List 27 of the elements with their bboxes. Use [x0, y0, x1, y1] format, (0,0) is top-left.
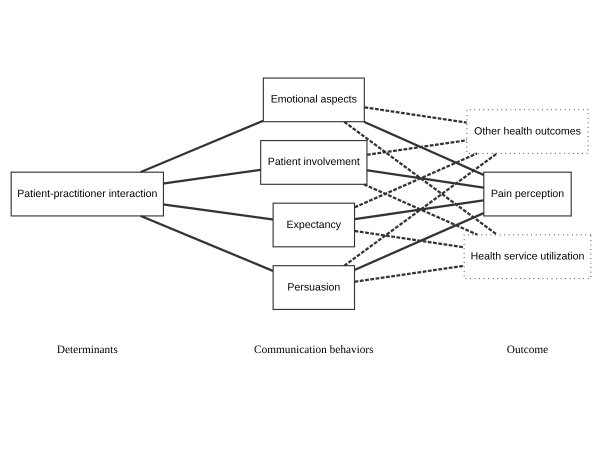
node-box: Expectancy	[272, 202, 356, 248]
connector	[354, 152, 478, 208]
node-box: Persuasion	[272, 265, 356, 310]
connector	[163, 168, 261, 185]
node-box: Emotional aspects	[262, 77, 365, 122]
label: Outcome	[506, 344, 548, 356]
connector	[354, 230, 464, 248]
connector	[364, 120, 484, 176]
connector	[140, 214, 274, 272]
node-box: Patient-practitioner interaction	[10, 172, 164, 217]
connector	[354, 199, 484, 220]
label: Determinants	[56, 344, 118, 356]
connector	[354, 212, 484, 271]
connector	[344, 120, 498, 236]
connector	[140, 120, 264, 174]
connector	[364, 106, 467, 124]
connector	[163, 203, 274, 221]
connector	[366, 169, 484, 189]
connector	[344, 152, 498, 267]
node-box: Other health outcomes	[466, 109, 589, 154]
node-box: Pain perception	[483, 172, 572, 217]
connector	[354, 264, 464, 283]
connector	[366, 139, 467, 156]
node-box: Health service utilization	[464, 234, 592, 280]
label: Communication behaviors	[254, 344, 374, 356]
node-box: Patient involvement	[260, 140, 368, 185]
connector	[364, 183, 478, 236]
